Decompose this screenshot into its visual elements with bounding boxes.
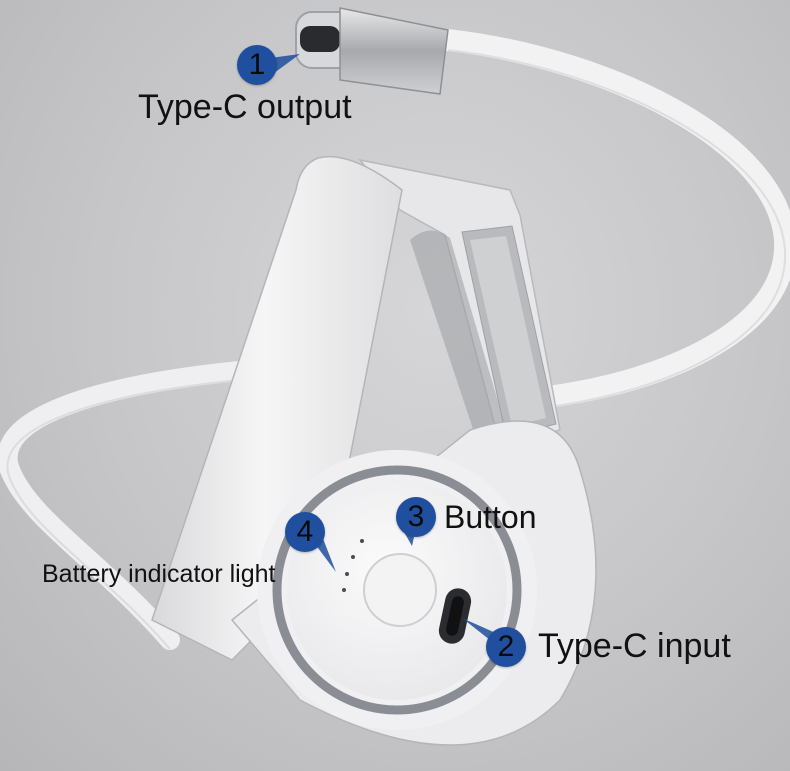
callout-label-battery-indicator: Battery indicator light [42,560,276,588]
callout-label-type-c-output: Type-C output [138,88,352,126]
usb-c-plug-icon [295,7,449,95]
callout-marker-4: 4 [285,512,325,552]
callout-label-type-c-input: Type-C input [538,627,731,665]
cable [0,29,790,650]
callout-marker-1: 1 [237,45,277,85]
device-body [151,155,597,746]
callout-marker-2: 2 [486,627,526,667]
usb-c-port-icon [438,588,472,644]
power-button-icon [363,553,437,627]
indicator-dots-icon [342,539,364,592]
callout-label-button: Button [444,499,537,535]
callout-marker-3: 3 [396,497,436,537]
